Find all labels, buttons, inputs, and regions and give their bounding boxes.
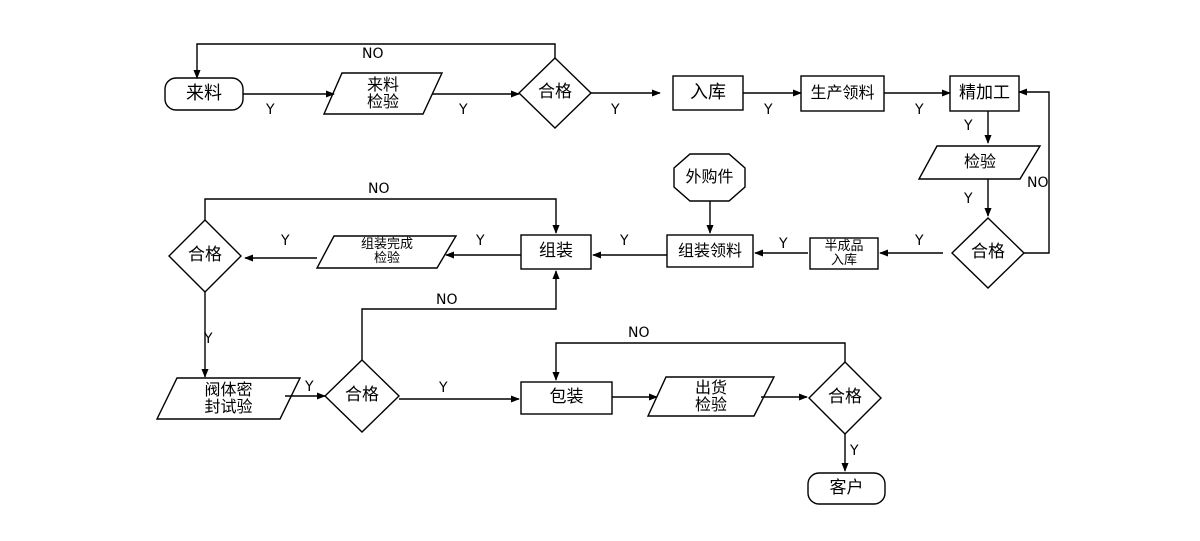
edge-label-yes: Y (764, 102, 773, 118)
edge-label-no: NO (362, 46, 384, 62)
purchased-parts-octagon (673, 153, 746, 202)
qualified-1-diamond (517, 57, 593, 129)
arrow-no-qualified-1-to-material (193, 43, 556, 79)
arrow-no-qualified-3-to-assembly (204, 198, 560, 234)
edge-label-yes: Y (476, 233, 485, 249)
edge-label-yes: Y (620, 233, 629, 249)
edge-label-yes: Y (964, 118, 973, 134)
edge-label-yes: Y (305, 379, 314, 395)
shipping-inspection-parallelogram (646, 376, 776, 417)
packing-box (520, 381, 613, 415)
edge-label-no: NO (628, 325, 650, 341)
finishing-box (949, 75, 1020, 112)
assembly-requisition-box (666, 234, 754, 268)
assembly-inspection-parallelogram (315, 235, 458, 269)
edge-label-yes: Y (611, 102, 620, 118)
assembly-box (520, 234, 592, 270)
edge-label-yes: Y (439, 380, 448, 396)
incoming-material-terminal (164, 77, 244, 111)
edge-label-no: NO (368, 181, 390, 197)
production-requisition-box (800, 75, 885, 112)
qualified-3-diamond (168, 219, 242, 293)
edge-label-no: NO (436, 292, 458, 308)
edge-label-yes: Y (964, 191, 973, 207)
edge-label-yes: Y (266, 102, 275, 118)
arrow-no-qualified-5-to-packing (552, 342, 846, 381)
edge-label-yes: Y (779, 236, 788, 252)
edge-label-yes: Y (850, 443, 859, 459)
semi-finished-warehouse-box (809, 237, 879, 270)
inspection-parallelogram (917, 145, 1042, 180)
arrow-no-qualified-4-to-assembly (361, 270, 560, 360)
edge-label-yes: Y (204, 331, 213, 347)
edge-label-yes: Y (915, 233, 924, 249)
valve-seal-test-parallelogram (155, 377, 302, 420)
edge-label-no: NO (1027, 175, 1049, 191)
edge-label-yes: Y (281, 233, 290, 249)
qualified-4-diamond (323, 359, 401, 433)
qualified-2-diamond (950, 217, 1026, 289)
incoming-inspection-parallelogram (322, 72, 444, 115)
edge-label-yes: Y (915, 102, 924, 118)
edge-label-yes: Y (459, 102, 468, 118)
qualified-5-diamond (808, 361, 882, 435)
arrow-no-qualified-2-to-finishing (1018, 88, 1050, 254)
customer-terminal (807, 472, 886, 505)
warehouse-in-box (672, 75, 744, 111)
